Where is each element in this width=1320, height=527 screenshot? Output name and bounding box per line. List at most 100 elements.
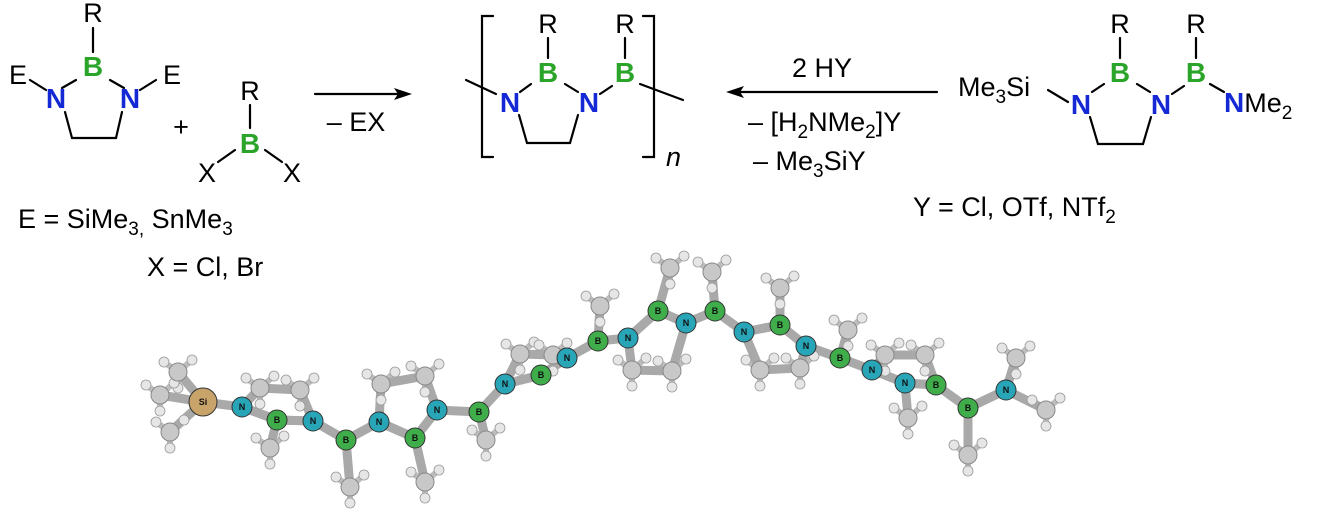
e-label: E [163, 60, 181, 90]
hydrogen-atom-ball [612, 354, 624, 366]
nitrogen-atom-ball [426, 399, 448, 421]
carbon-atom-ball [662, 361, 682, 381]
byproduct-amine-salt: – [H2NMe2]Y [748, 107, 901, 143]
hydrogen-atom-ball [514, 364, 526, 376]
carbon-atom-ball [622, 360, 642, 380]
hydrogen-atom-ball [268, 370, 280, 382]
hydrogen-atom-ball [158, 356, 170, 368]
x-label: X [283, 158, 301, 188]
diazaborolidine-reactant: R B N N E E [9, 0, 181, 140]
hydrogen-atom-ball [419, 492, 431, 504]
hydrogen-atom-ball [905, 339, 917, 351]
hydrogen-atom-ball [480, 450, 492, 462]
hydrogen-atom-ball [828, 314, 840, 326]
atom-ball-label: N [1003, 385, 1010, 395]
boron-atom-ball [829, 347, 851, 369]
hydrogen-atom-ball [433, 464, 445, 476]
r-label: R [1186, 9, 1206, 39]
nitrogen-atom: N [579, 87, 599, 118]
x-label: X [198, 158, 216, 188]
hydrogen-atom-ball [494, 422, 506, 434]
bond [1088, 115, 1100, 146]
hydrogen-atom-ball [280, 374, 292, 386]
nitrogen-atom-ball [231, 396, 253, 418]
carbon-atom-ball [750, 360, 770, 380]
atom-ball-label: B [965, 403, 972, 413]
hydrogen-atom-ball [419, 386, 431, 398]
hydrogen-atom-ball [1054, 392, 1066, 404]
hydrogen-atom-ball [650, 252, 662, 264]
nitrogen-atom-ball [675, 312, 697, 334]
hydrogen-atom-ball [666, 381, 678, 393]
carbon-atom-ball [476, 430, 496, 450]
carbon-atom-ball [160, 422, 180, 442]
hydrogen-atom-ball [680, 353, 692, 365]
hydrogen-atom-ball [1026, 394, 1038, 406]
boron-atom-ball [468, 401, 490, 423]
hydrogen-atom-ball [842, 340, 854, 352]
hydrogen-atom-ball [308, 372, 320, 384]
atom-ball-label: B [343, 435, 350, 445]
hydrogen-atom-ball [976, 437, 988, 449]
hydrogen-atom-ball [640, 352, 652, 364]
bond [518, 82, 533, 94]
atom-ball-label: N [803, 341, 810, 351]
hydrogen-atom-ball [1040, 420, 1052, 432]
nitrogen-atom-ball [795, 335, 817, 357]
bond [563, 82, 580, 94]
carbon-atom-ball [590, 296, 610, 316]
atom-ball-label: N [683, 318, 690, 328]
nitrogen-atom-ball [494, 373, 516, 395]
atom-ball-label: N [625, 333, 632, 343]
boron-atom-ball [647, 300, 669, 322]
carbon-atom-ball [790, 358, 810, 378]
atom-ball-label: B [712, 306, 719, 316]
monomer-precursor: Me3Si R R B B N N NMe2 [958, 9, 1292, 146]
hydrogen-atom-ball [893, 337, 905, 349]
x-definition: X = Cl, Br [147, 252, 263, 282]
carbon-atom-ball [371, 374, 391, 394]
hydrogen-atom-ball [358, 469, 370, 481]
boron-atom-ball [404, 427, 426, 449]
nitrogen-atom-ball [617, 327, 639, 349]
hydrogen-atom-ball [330, 471, 342, 483]
e-definition: E = SiMe3, SnMe3 [18, 204, 233, 240]
atom-ball-label: N [376, 417, 383, 427]
r-label: R [240, 76, 260, 106]
atom-ball-label: B [538, 370, 545, 380]
hydrogen-atom-ball [626, 380, 638, 392]
hydrogen-atom-ball [240, 372, 252, 384]
bond [517, 113, 529, 145]
hydrogen-atom-ball [466, 424, 478, 436]
hydrogen-atom-ball [344, 497, 356, 509]
carbon-atom-ball [958, 445, 978, 465]
dimethylamino-group: NMe2 [1224, 87, 1292, 124]
bond [63, 110, 74, 140]
hydrogen-atom-ball [760, 272, 772, 284]
hydrogen-atom-ball [594, 316, 606, 328]
atom-ball-label: B [837, 353, 844, 363]
hydrogen-atom-ball [178, 414, 190, 426]
trimethylsilyl-group: Me3Si [958, 72, 1030, 108]
hydrogen-atom-ball [1024, 340, 1036, 352]
nitrogen-atom: N [1151, 89, 1171, 120]
hydrogen-atom-ball [580, 290, 592, 302]
hydrogen-atom-ball [933, 337, 945, 349]
carbon-atom-ball [915, 345, 935, 365]
bond [263, 148, 284, 164]
hydrogen-atom-ball [278, 430, 290, 442]
atom-ball-label: N [239, 402, 246, 412]
e-label: E [9, 60, 27, 90]
polymer-repeat-unit: n R R B B N N [464, 9, 685, 172]
atom-ball-label: B [777, 320, 784, 330]
reaction-arrow-forward [313, 88, 412, 100]
carbon-atom-ball [898, 408, 918, 428]
bond [464, 78, 498, 96]
bracket-left [480, 14, 495, 159]
hydrogen-atom-ball [652, 355, 664, 367]
silicon-atom-ball [188, 387, 218, 417]
hydrogen-atom-ball [561, 337, 573, 349]
carbon-atom-ball [260, 438, 280, 458]
hydrogen-atom-ball [768, 352, 780, 364]
boron-atom-ball [704, 300, 726, 322]
